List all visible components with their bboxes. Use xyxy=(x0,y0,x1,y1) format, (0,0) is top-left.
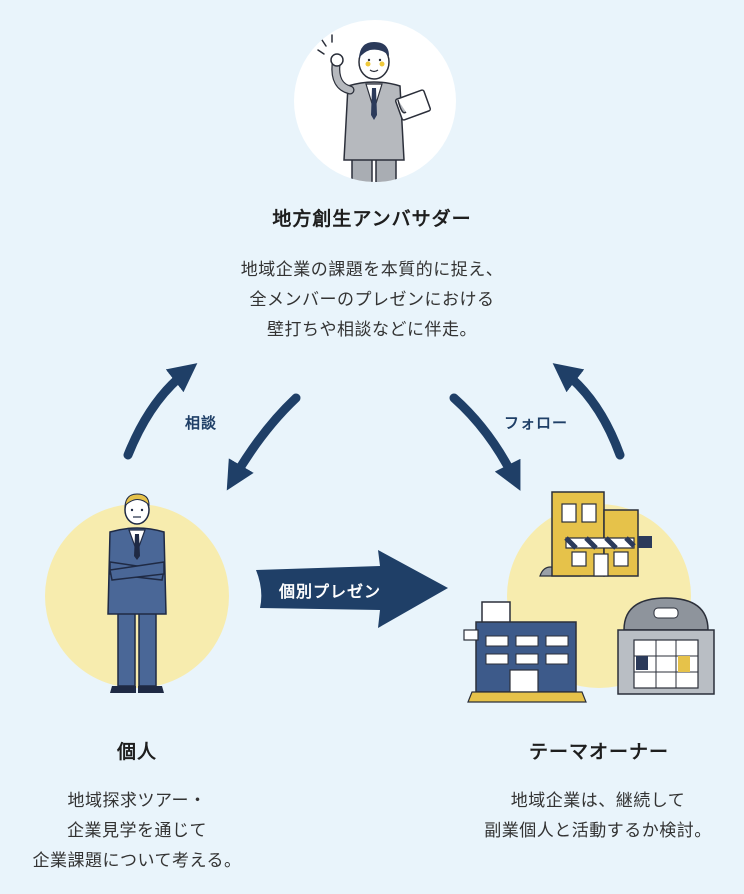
theme-owner-desc-line: 地域企業は、継続して xyxy=(510,791,686,811)
pitch-arrow xyxy=(256,550,448,628)
ambassador-description: 地域企業の課題を本質的に捉え、 全メンバーのプレゼンにおける 壁打ちや相談などに… xyxy=(0,255,744,345)
arrow-down-left xyxy=(226,393,301,491)
consult-label: 相談 xyxy=(185,414,218,432)
ambassador-title: 地方創生アンバサダー xyxy=(272,208,472,230)
follow-label: フォロー xyxy=(504,414,569,432)
businessman-with-tablet-icon xyxy=(317,34,432,182)
individual-desc-line: 企業見学を通じて xyxy=(67,821,207,841)
businessman-arms-crossed-icon xyxy=(107,493,167,693)
arrow-up-right xyxy=(552,363,625,460)
arrow-down-right xyxy=(449,393,521,491)
ambassador-desc-line: 壁打ちや相談などに伴走。 xyxy=(267,320,477,340)
arrow-up-left xyxy=(123,363,198,460)
theme-owner-description: 地域企業は、継続して 副業個人と活動するか検討。 xyxy=(452,786,744,846)
individual-title: 個人 xyxy=(116,741,157,763)
pitch-label: 個別プレゼン xyxy=(278,582,381,601)
individual-desc-line: 企業課題について考える。 xyxy=(32,851,242,871)
theme-owner-desc-line: 副業個人と活動するか検討。 xyxy=(484,821,712,841)
theme-owner-title: テーマオーナー xyxy=(528,741,669,763)
ambassador-illustration xyxy=(294,20,456,182)
ambassador-desc-line: 全メンバーのプレゼンにおける xyxy=(249,290,495,310)
ambassador-desc-line: 地域企業の課題を本質的に捉え、 xyxy=(240,260,504,280)
individual-description: 地域探求ツアー・ 企業見学を通じて 企業課題について考える。 xyxy=(0,786,274,876)
buildings-icon xyxy=(463,491,715,703)
individual-desc-line: 地域探求ツアー・ xyxy=(67,791,207,811)
